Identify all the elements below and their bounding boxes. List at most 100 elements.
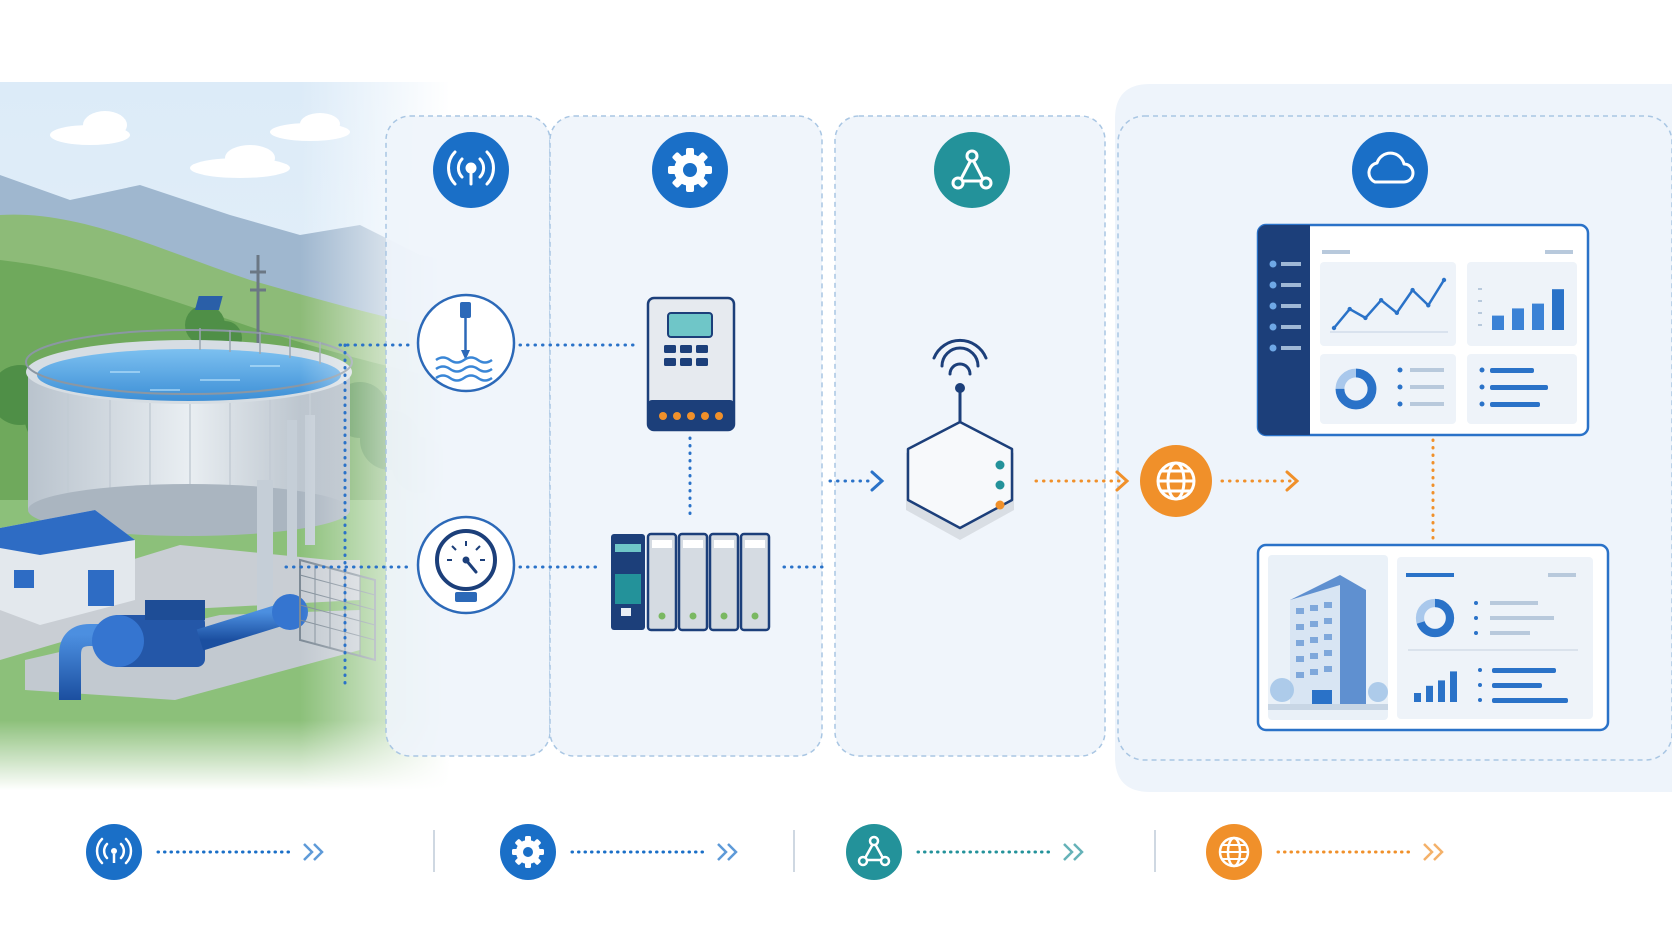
- status-led: [701, 412, 709, 420]
- line-point: [1441, 277, 1447, 283]
- dashboard-donut-chart: [1335, 368, 1377, 410]
- stage-header-sensing: [433, 132, 509, 208]
- wireless-signal-icon: [447, 150, 495, 186]
- pump-assembly: [59, 594, 308, 700]
- legend-chevron-icon: [1423, 843, 1444, 861]
- plc-module-label: [745, 540, 765, 548]
- status-led: [673, 412, 681, 420]
- gear-icon: [668, 148, 712, 192]
- sidebar-line: [1281, 262, 1301, 266]
- sidebar-line: [1281, 283, 1301, 287]
- status-led: [715, 412, 723, 420]
- plc-status-led: [689, 612, 697, 620]
- sidebar-line: [1281, 304, 1301, 308]
- sidebar-line: [1281, 325, 1301, 329]
- bar: [1512, 308, 1524, 330]
- bar: [1532, 303, 1544, 330]
- iot-gateway: [906, 338, 1014, 540]
- plc-module-label: [714, 540, 734, 548]
- donut-segment: [1415, 598, 1455, 638]
- legend-item: [500, 824, 738, 880]
- line-point: [1410, 287, 1415, 293]
- pressure-gauge-icon: [435, 529, 497, 602]
- sidebar-dot: [1269, 302, 1277, 310]
- bar-axis-tick: [1478, 324, 1482, 326]
- legend-item: [1206, 824, 1444, 880]
- line-point: [1426, 303, 1431, 308]
- panel-sensing: [385, 115, 551, 757]
- dashboard-legend-rows: [1397, 367, 1548, 407]
- stage-header-control: [652, 132, 728, 208]
- signal-dot: [111, 848, 117, 854]
- plc-io-module: [646, 532, 678, 632]
- pressure-gauge: [416, 515, 516, 615]
- legend-icon-badge: [846, 824, 902, 880]
- legend-chevron-icon: [717, 843, 738, 861]
- line-point: [1378, 298, 1384, 303]
- panel-control: [549, 115, 823, 757]
- network-nodes-icon: [951, 149, 993, 190]
- gear-icon: [512, 836, 544, 868]
- plc-io-module: [677, 532, 709, 632]
- plc-port: [621, 608, 631, 616]
- gear-hole: [523, 847, 533, 857]
- internet-node: [1140, 445, 1212, 517]
- flow-legend: [86, 824, 1444, 880]
- bar: [1450, 671, 1457, 702]
- stage-header-network: [934, 132, 1010, 208]
- office-legend-rows: [1408, 601, 1578, 703]
- plc-status-led: [751, 612, 759, 620]
- line-point: [1394, 310, 1400, 316]
- bar-axis-tick: [1478, 312, 1482, 314]
- controller-keypad-icon: [664, 312, 713, 366]
- bar-axis-tick: [1478, 288, 1482, 290]
- office-dashboard: [1256, 543, 1610, 732]
- plc-display: [615, 544, 641, 552]
- plc-status-led: [658, 612, 666, 620]
- sidebar-line: [1281, 346, 1301, 350]
- sidebar-dot: [1269, 323, 1277, 331]
- panel-cloud-inner: [1117, 115, 1672, 761]
- controller-status-leds: [659, 412, 723, 420]
- legend-chevron-icon: [303, 843, 324, 861]
- sidebar-dot: [1269, 260, 1277, 268]
- signal-arcs: [95, 837, 133, 865]
- legend-item: [86, 824, 324, 880]
- trend-line-points: [1330, 277, 1448, 333]
- bar: [1414, 693, 1421, 702]
- globe-parallels: [1220, 844, 1248, 860]
- monitoring-dashboard: [1256, 223, 1590, 437]
- cloud-icon: [1367, 151, 1415, 184]
- node: [879, 855, 891, 867]
- node-links: [861, 839, 887, 862]
- line-point: [1347, 306, 1352, 312]
- plc-panel: [615, 574, 641, 604]
- plc-status-led: [720, 612, 728, 620]
- sidebar-dot: [1269, 344, 1277, 352]
- legend-chevron-icon: [1063, 843, 1084, 861]
- plc-module-label: [683, 540, 703, 548]
- sidebar-dot: [1269, 281, 1277, 289]
- donut-segment: [1335, 368, 1377, 410]
- status-led: [687, 412, 695, 420]
- office-donut-chart: [1415, 598, 1455, 638]
- network-nodes-icon: [857, 835, 891, 867]
- level-sensor: [416, 293, 516, 393]
- office-building-icon: [1268, 555, 1388, 720]
- water-facility-scene: [0, 82, 450, 790]
- line-point: [1331, 325, 1337, 331]
- controller-unit: [646, 296, 736, 432]
- globe-icon: [1156, 461, 1196, 501]
- solar-panel: [194, 296, 223, 310]
- antenna-mast: [250, 255, 266, 350]
- node: [868, 835, 880, 847]
- stage-header-cloud: [1352, 132, 1428, 208]
- bar: [1492, 315, 1504, 330]
- plc-module-label: [652, 540, 672, 548]
- trend-line-chart: [1333, 279, 1446, 329]
- stage-panels: [385, 115, 1106, 757]
- plc-rack: [611, 532, 771, 632]
- dashboard-sidebar: [1269, 260, 1301, 352]
- wifi-icon: [932, 338, 988, 429]
